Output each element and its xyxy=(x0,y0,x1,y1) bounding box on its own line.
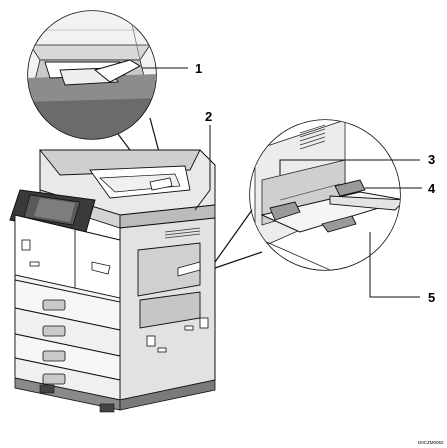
callout-4: 4 xyxy=(428,181,436,196)
paper-trays xyxy=(14,279,121,401)
callout-2: 2 xyxy=(205,109,212,124)
callout-1: 1 xyxy=(195,61,202,76)
leader-lines xyxy=(142,67,422,298)
copier-body xyxy=(9,149,216,413)
callout-3: 3 xyxy=(428,152,435,167)
zoom-circle-bypass-tray xyxy=(214,119,401,271)
callout-5: 5 xyxy=(428,290,435,305)
image-code: D0CZM0052 xyxy=(418,440,444,445)
